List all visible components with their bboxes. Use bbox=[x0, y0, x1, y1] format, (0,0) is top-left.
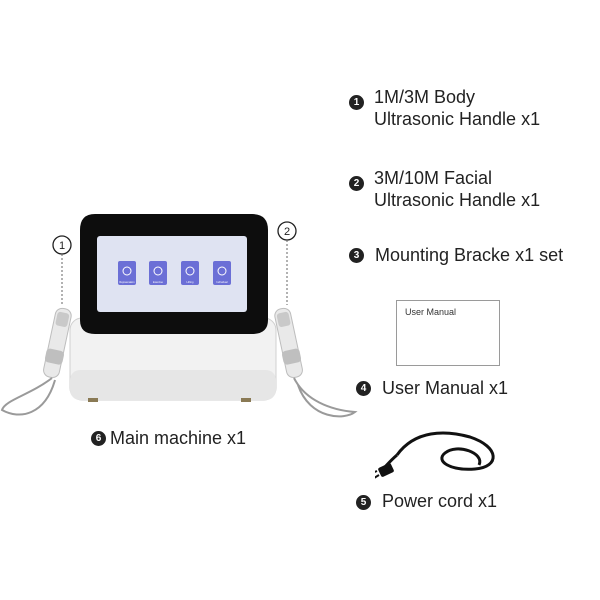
screen-tile-label-3: Lifting bbox=[187, 280, 194, 284]
badge-5: 5 bbox=[356, 495, 371, 510]
right-handle bbox=[274, 307, 303, 379]
screen-tile-label-1: Rejuvenation bbox=[119, 280, 135, 284]
item-6-label: Main machine x1 bbox=[110, 428, 247, 448]
power-cord-image bbox=[375, 431, 495, 479]
main-machine-image: 1 2 Rejuvenation Exercise Lifting Indivi… bbox=[0, 214, 358, 418]
screen-tile-individual bbox=[213, 261, 231, 285]
item-2-line1: 3M/10M Facial bbox=[374, 168, 493, 188]
screen-tile-exercise bbox=[149, 261, 167, 285]
screen-tile-lifting bbox=[181, 261, 199, 285]
item-3-label: Mounting Bracke x1 set bbox=[375, 245, 564, 265]
badge-3: 3 bbox=[349, 248, 364, 263]
user-manual-title: User Manual bbox=[405, 307, 457, 317]
item-1-line1: 1M/3M Body bbox=[374, 87, 476, 107]
badge-1: 1 bbox=[349, 95, 364, 110]
screen-tile-label-2: Exercise bbox=[153, 280, 164, 284]
device-screen bbox=[97, 236, 247, 312]
item-1-line2: Ultrasonic Handle x1 bbox=[374, 109, 541, 129]
badge-6: 6 bbox=[91, 431, 106, 446]
badge-4: 4 bbox=[356, 381, 371, 396]
item-4-label: User Manual x1 bbox=[382, 378, 509, 398]
item-5-label: Power cord x1 bbox=[382, 491, 498, 511]
screen-tile-rejuvenation bbox=[118, 261, 136, 285]
user-manual-image: User Manual bbox=[396, 300, 500, 366]
item-2-line2: Ultrasonic Handle x1 bbox=[374, 190, 541, 210]
screen-tile-label-4: Individual bbox=[217, 280, 228, 284]
badge-2: 2 bbox=[349, 176, 364, 191]
callout-1-text: 1 bbox=[59, 240, 65, 252]
callout-2-text: 2 bbox=[284, 226, 290, 238]
left-handle bbox=[43, 307, 72, 379]
